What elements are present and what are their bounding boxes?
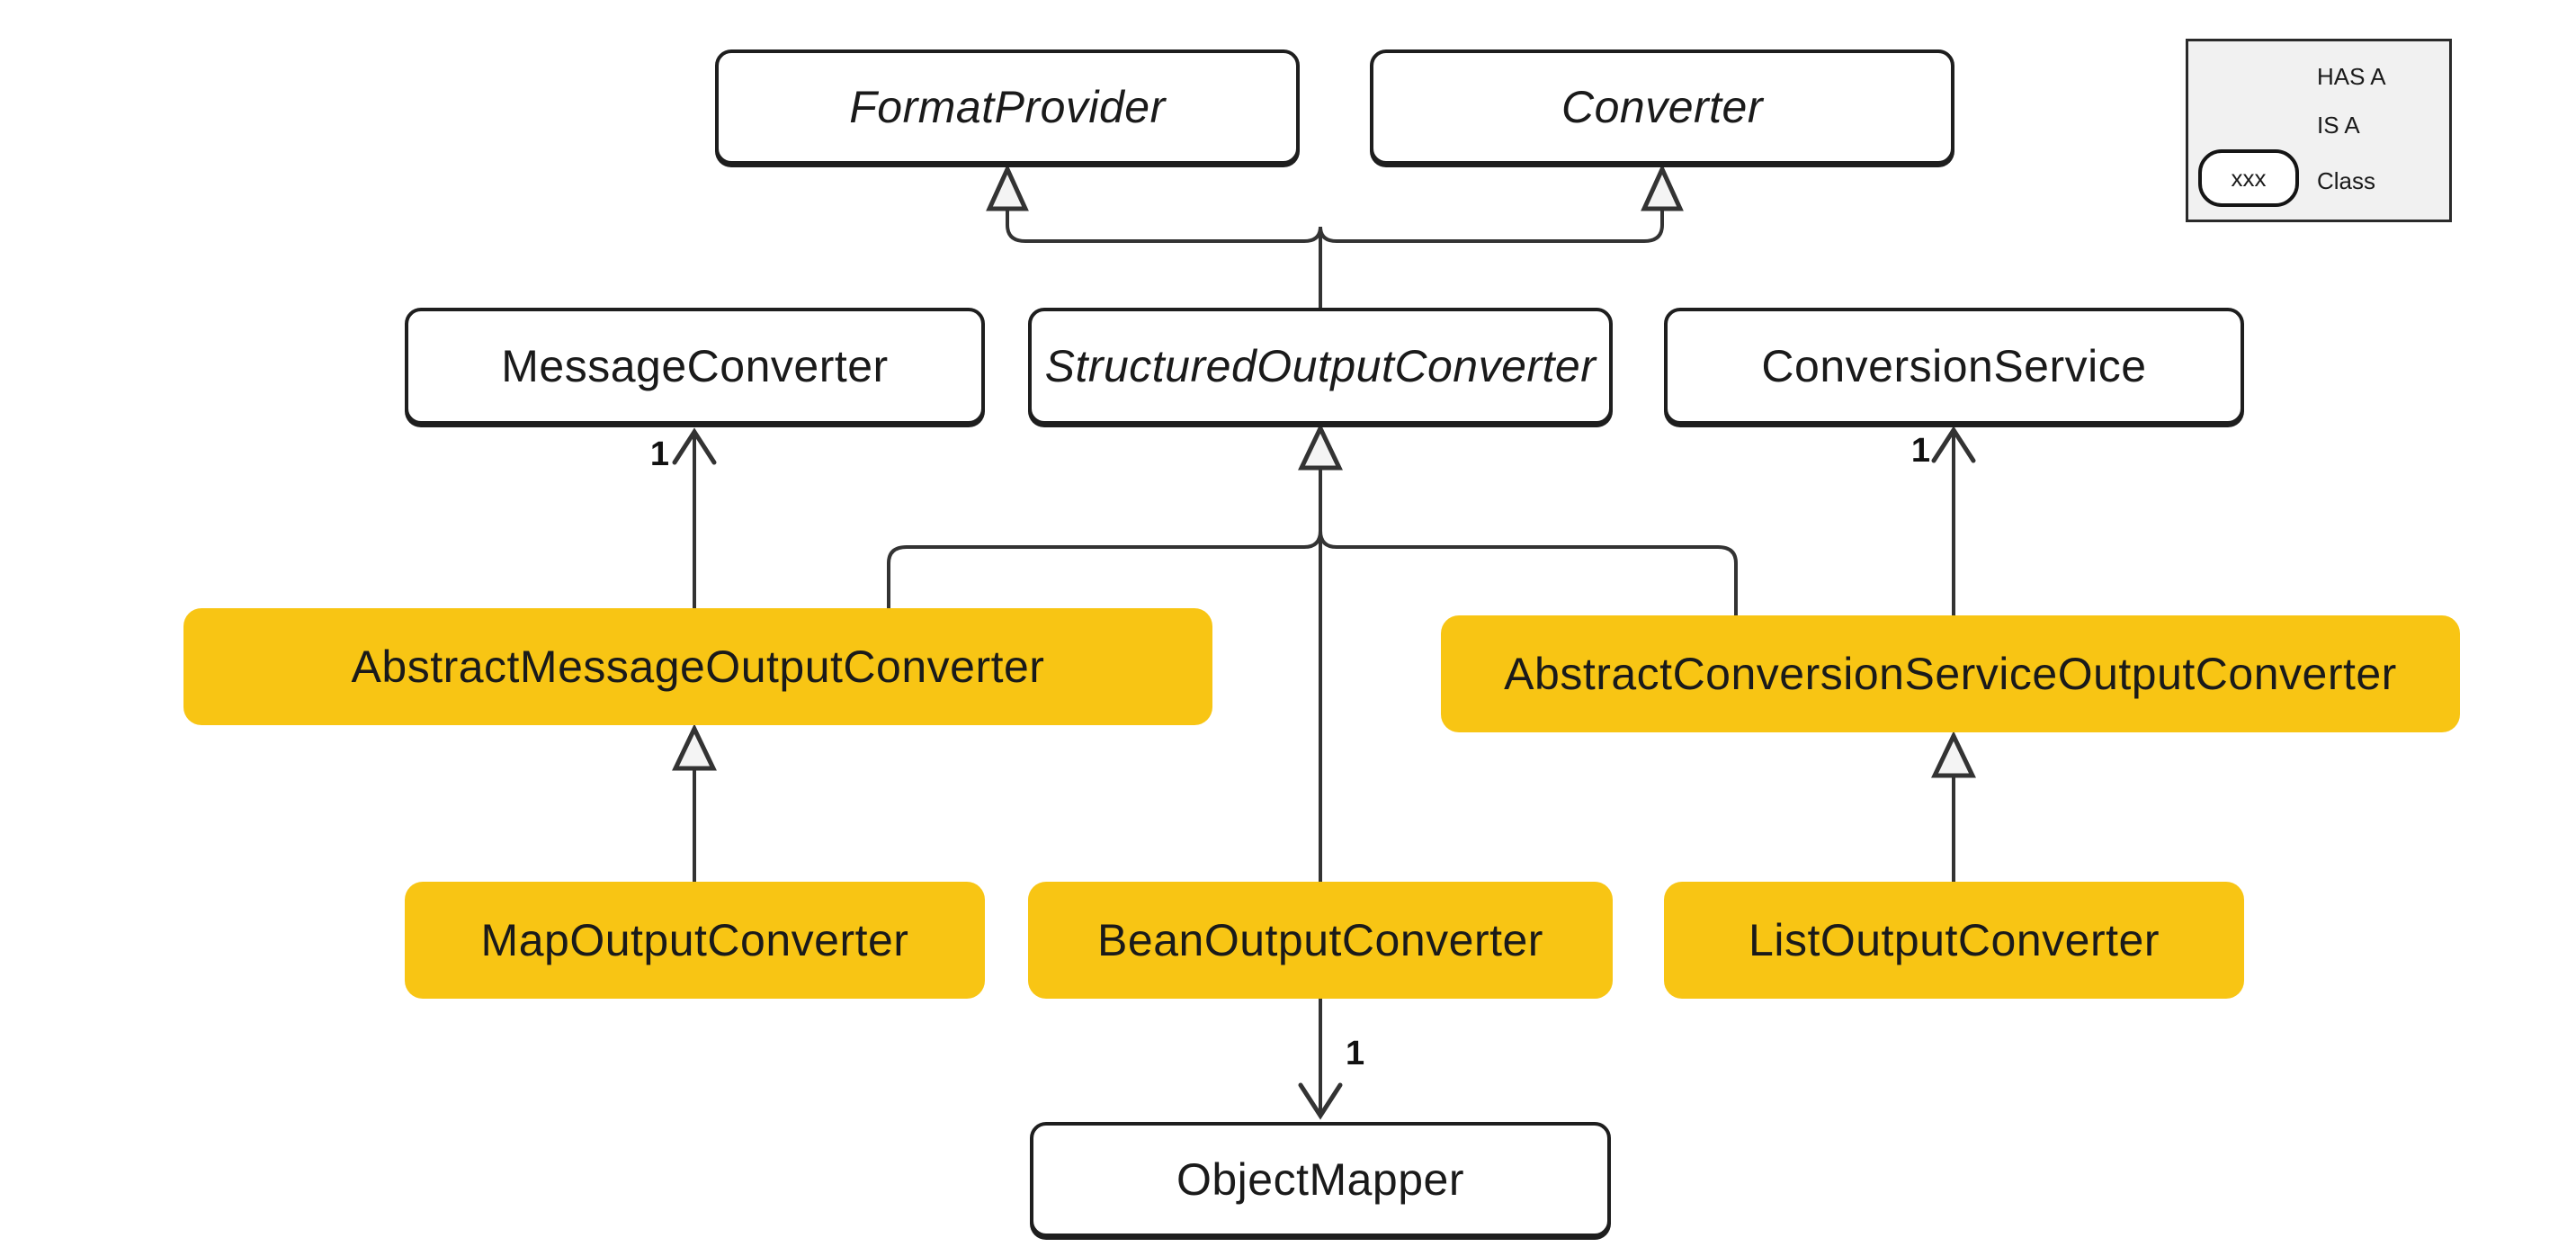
node-object-mapper: ObjectMapper [1030, 1122, 1611, 1237]
legend-class-label: Class [2317, 167, 2376, 194]
isa-triangle-abstractmessage [672, 723, 717, 771]
multiplicity-object-mapper: 1 [1346, 1035, 1365, 1072]
hasa-arrowhead-conversionservice [1931, 426, 1976, 463]
node-message-converter: MessageConverter [405, 308, 985, 425]
hasa-arrowhead-objectmapper [1298, 1082, 1343, 1120]
multiplicity-conversion-service: 1 [1910, 432, 1930, 470]
edge-branch-to-abstractmessage [887, 530, 1322, 608]
edge-soc-to-formatprovider [1006, 209, 1322, 243]
node-converter: Converter [1370, 49, 1954, 165]
legend-hasa-label: HAS A [2317, 63, 2386, 90]
node-conversion-service: ConversionService [1664, 308, 2244, 425]
hasa-arrowhead-messageconverter [672, 427, 717, 465]
edge-branch-to-abstractconversion [1319, 530, 1738, 615]
node-abstract-conversion-service-output-converter: AbstractConversionServiceOutputConverter [1441, 615, 2460, 732]
node-abstract-message-output-converter: AbstractMessageOutputConverter [183, 608, 1212, 725]
node-bean-output-converter: BeanOutputConverter [1028, 882, 1613, 999]
node-list-output-converter: ListOutputConverter [1664, 882, 2244, 999]
isa-triangle-converter [1641, 163, 1684, 211]
node-format-provider: FormatProvider [715, 49, 1300, 165]
node-structured-output-converter: StructuredOutputConverter [1028, 308, 1613, 425]
isa-triangle-structuredoutputconverter [1298, 423, 1343, 471]
legend-isa-label: IS A [2317, 112, 2360, 139]
edge-soc-to-converter [1319, 209, 1664, 243]
isa-triangle-abstractconversion [1931, 731, 1976, 778]
multiplicity-message-converter: 1 [649, 435, 669, 473]
legend-class-sample-box: xxx [2198, 149, 2299, 207]
isa-triangle-formatprovider [986, 163, 1029, 211]
node-map-output-converter: MapOutputConverter [405, 882, 985, 999]
